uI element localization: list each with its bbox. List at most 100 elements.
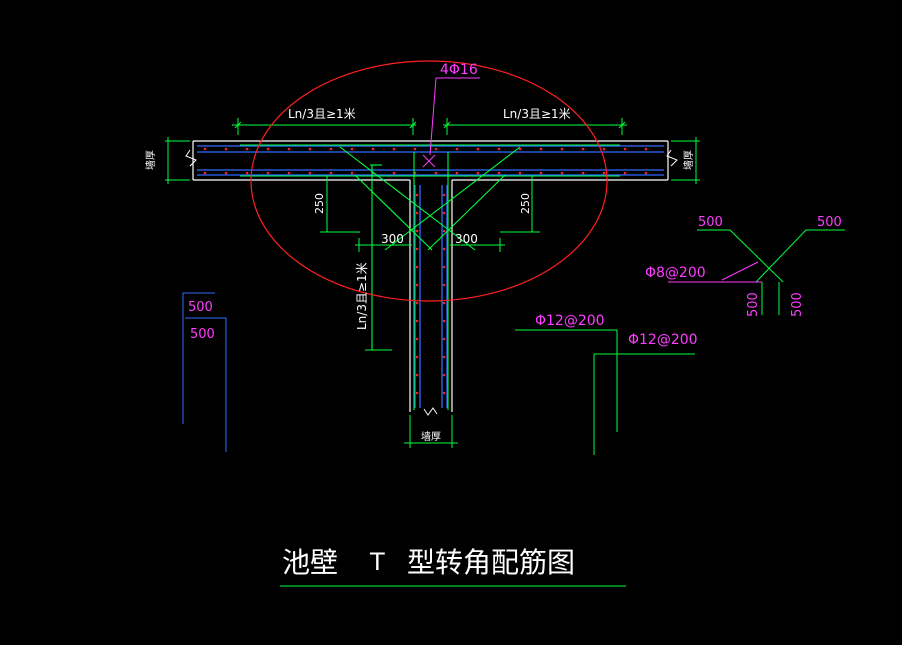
- rebar-dot: [442, 301, 446, 305]
- rebar-dot: [245, 171, 249, 175]
- label-4phi16: 4Φ16: [440, 62, 478, 78]
- label-det1-500-second: 500: [190, 327, 215, 342]
- label-det3-500-v1: 500: [746, 292, 761, 317]
- rebar-dots: [203, 147, 648, 395]
- corner-bars: [240, 144, 620, 410]
- rebar-dot: [442, 193, 446, 197]
- rebar-dot: [434, 147, 438, 151]
- rebar-dot: [224, 147, 228, 151]
- label-phi12-b: Φ12@200: [628, 332, 698, 348]
- rebar-dot: [415, 301, 419, 305]
- rebar-dot: [415, 283, 419, 287]
- rebar-dot: [350, 147, 354, 151]
- label-phi12-a: Φ12@200: [535, 313, 605, 329]
- rebar-dot: [434, 171, 438, 175]
- detail-1-lines: [182, 292, 227, 452]
- rebar-dot: [245, 147, 249, 151]
- rebar-dot: [415, 373, 419, 377]
- detail-3-lines: [668, 229, 845, 315]
- rebar-dot: [415, 265, 419, 269]
- leader-4phi16: [422, 77, 480, 168]
- rebar-dot: [518, 171, 522, 175]
- rebar-dot: [442, 265, 446, 269]
- rebar-dot: [415, 211, 419, 215]
- rebar-dot: [497, 171, 501, 175]
- label-det3-500-v2: 500: [790, 292, 805, 317]
- title-part3: 型转角配筋图: [407, 546, 575, 579]
- title-part1: 池壁: [282, 546, 338, 579]
- rebar-dot: [442, 283, 446, 287]
- rebar-dot: [442, 229, 446, 233]
- rebar-dot: [476, 171, 480, 175]
- rebar-dot: [560, 171, 564, 175]
- rebar-dot: [329, 147, 333, 151]
- label-right-span: Ln/3且≥1米: [503, 107, 571, 121]
- rebar-dot: [602, 147, 606, 151]
- label-250-left: 250: [313, 193, 326, 214]
- rebar-dot: [413, 147, 417, 151]
- rebar-dot: [287, 147, 291, 151]
- label-det3-500-right: 500: [817, 215, 842, 230]
- rebar-dot: [539, 147, 543, 151]
- rebar-dot: [287, 171, 291, 175]
- rebar-dot: [581, 171, 585, 175]
- rebar-dot: [266, 171, 270, 175]
- rebar-dot: [442, 337, 446, 341]
- rebar-dot: [350, 171, 354, 175]
- label-left-span: Ln/3且≥1米: [288, 107, 356, 121]
- label-det3-500-left: 500: [698, 215, 723, 230]
- rebar-dot: [623, 171, 627, 175]
- detail-2-lines: [515, 329, 695, 455]
- title-part2: T: [369, 548, 385, 576]
- rebar-dot: [581, 147, 585, 151]
- rebar-dot: [415, 355, 419, 359]
- rebar-dot: [644, 171, 648, 175]
- t-wall-outline: [192, 140, 669, 412]
- rebar-dot: [623, 147, 627, 151]
- highlight-ellipse: [250, 60, 608, 302]
- label-det3-phi8: Φ8@200: [645, 265, 706, 281]
- rebar-dot: [392, 147, 396, 151]
- break-symbols: [185, 149, 678, 416]
- label-wall-thk-left: 墙厚: [144, 150, 157, 170]
- rebar-dot: [539, 171, 543, 175]
- rebar-dot: [224, 171, 228, 175]
- rebar-dot: [442, 373, 446, 377]
- dimension-lines: [165, 118, 700, 448]
- label-250-right: 250: [519, 193, 532, 214]
- rebar-dot: [266, 147, 270, 151]
- label-300-right: 300: [455, 232, 478, 246]
- rebar-dot: [329, 171, 333, 175]
- rebar-dot: [308, 147, 312, 151]
- label-300-left: 300: [381, 232, 404, 246]
- rebar-dot: [442, 391, 446, 395]
- rebar-dot: [415, 247, 419, 251]
- rebar-dot: [442, 319, 446, 323]
- rebar-dot: [560, 147, 564, 151]
- rebar-dot: [415, 319, 419, 323]
- rebar-dot: [308, 171, 312, 175]
- rebar-dot: [392, 171, 396, 175]
- rebar-dot: [455, 171, 459, 175]
- rebar-dot: [371, 147, 375, 151]
- rebar-dot: [476, 147, 480, 151]
- rebar-dot: [644, 147, 648, 151]
- rebar-dot: [415, 337, 419, 341]
- rebar-dot: [518, 147, 522, 151]
- rebar-dot: [203, 171, 207, 175]
- label-wall-thk-right: 墙厚: [682, 150, 695, 170]
- rebar-dot: [442, 211, 446, 215]
- rebar-dot: [602, 171, 606, 175]
- rebar-dot: [415, 391, 419, 395]
- rebar-dot: [203, 147, 207, 151]
- rebar-dot: [442, 247, 446, 251]
- label-wall-thk-bottom: 墙厚: [421, 430, 441, 443]
- rebar-dot: [415, 193, 419, 197]
- rebar-dot: [455, 147, 459, 151]
- rebar-dot: [442, 355, 446, 359]
- label-vertical-span: Ln/3且≥1米: [355, 262, 369, 330]
- rebar-dot: [415, 229, 419, 233]
- label-det1-500-top: 500: [188, 300, 213, 315]
